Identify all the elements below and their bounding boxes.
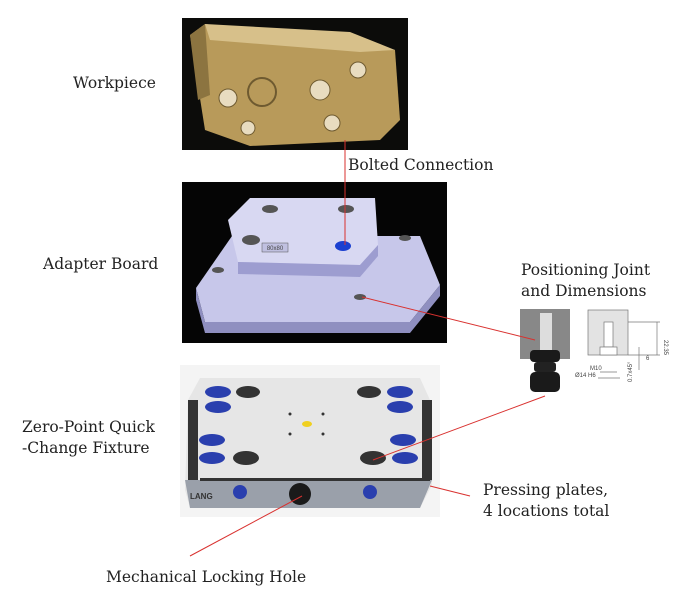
- label-fixture-2: -Change Fixture: [22, 439, 150, 457]
- dim-chamfer: 0.7x45°: [628, 361, 634, 382]
- zero-point-fixture-image: LANG: [180, 365, 440, 517]
- adapter-marking: 80x80: [267, 246, 284, 252]
- leader-fixture-joint: [372, 395, 546, 461]
- leader-pressing-plates: [429, 485, 471, 497]
- dim-depth: 22.35: [662, 340, 668, 356]
- label-adapter-board: Adapter Board: [43, 255, 159, 273]
- label-positioning-joint-2: and Dimensions: [521, 282, 647, 300]
- leader-lines: [189, 140, 546, 557]
- leader-positioning-joint: [361, 296, 536, 341]
- label-bolted-connection: Bolted Connection: [348, 156, 494, 174]
- label-pressing-1: Pressing plates,: [483, 481, 609, 499]
- dimension-drawing: [587, 309, 660, 379]
- label-fixture-1: Zero-Point Quick: [22, 418, 155, 436]
- dimension-labels: M10 Ø14 H6 22.35 6 0.7x45°: [575, 340, 668, 382]
- dim-bore: Ø14 H6: [575, 373, 596, 379]
- dim-step: 6: [646, 356, 650, 362]
- positioning-joint-image: [520, 309, 570, 392]
- label-pressing-2: 4 locations total: [483, 502, 610, 520]
- label-workpiece: Workpiece: [73, 74, 156, 92]
- label-positioning-joint-1: Positioning Joint: [521, 261, 651, 279]
- workpiece-image: [182, 18, 408, 150]
- dim-thread: M10: [590, 366, 602, 372]
- fixture-brand: LANG: [190, 492, 213, 501]
- label-locking-hole: Mechanical Locking Hole: [106, 568, 307, 586]
- leader-locking-hole: [189, 495, 303, 557]
- adapter-board-image: 80x80: [182, 182, 447, 343]
